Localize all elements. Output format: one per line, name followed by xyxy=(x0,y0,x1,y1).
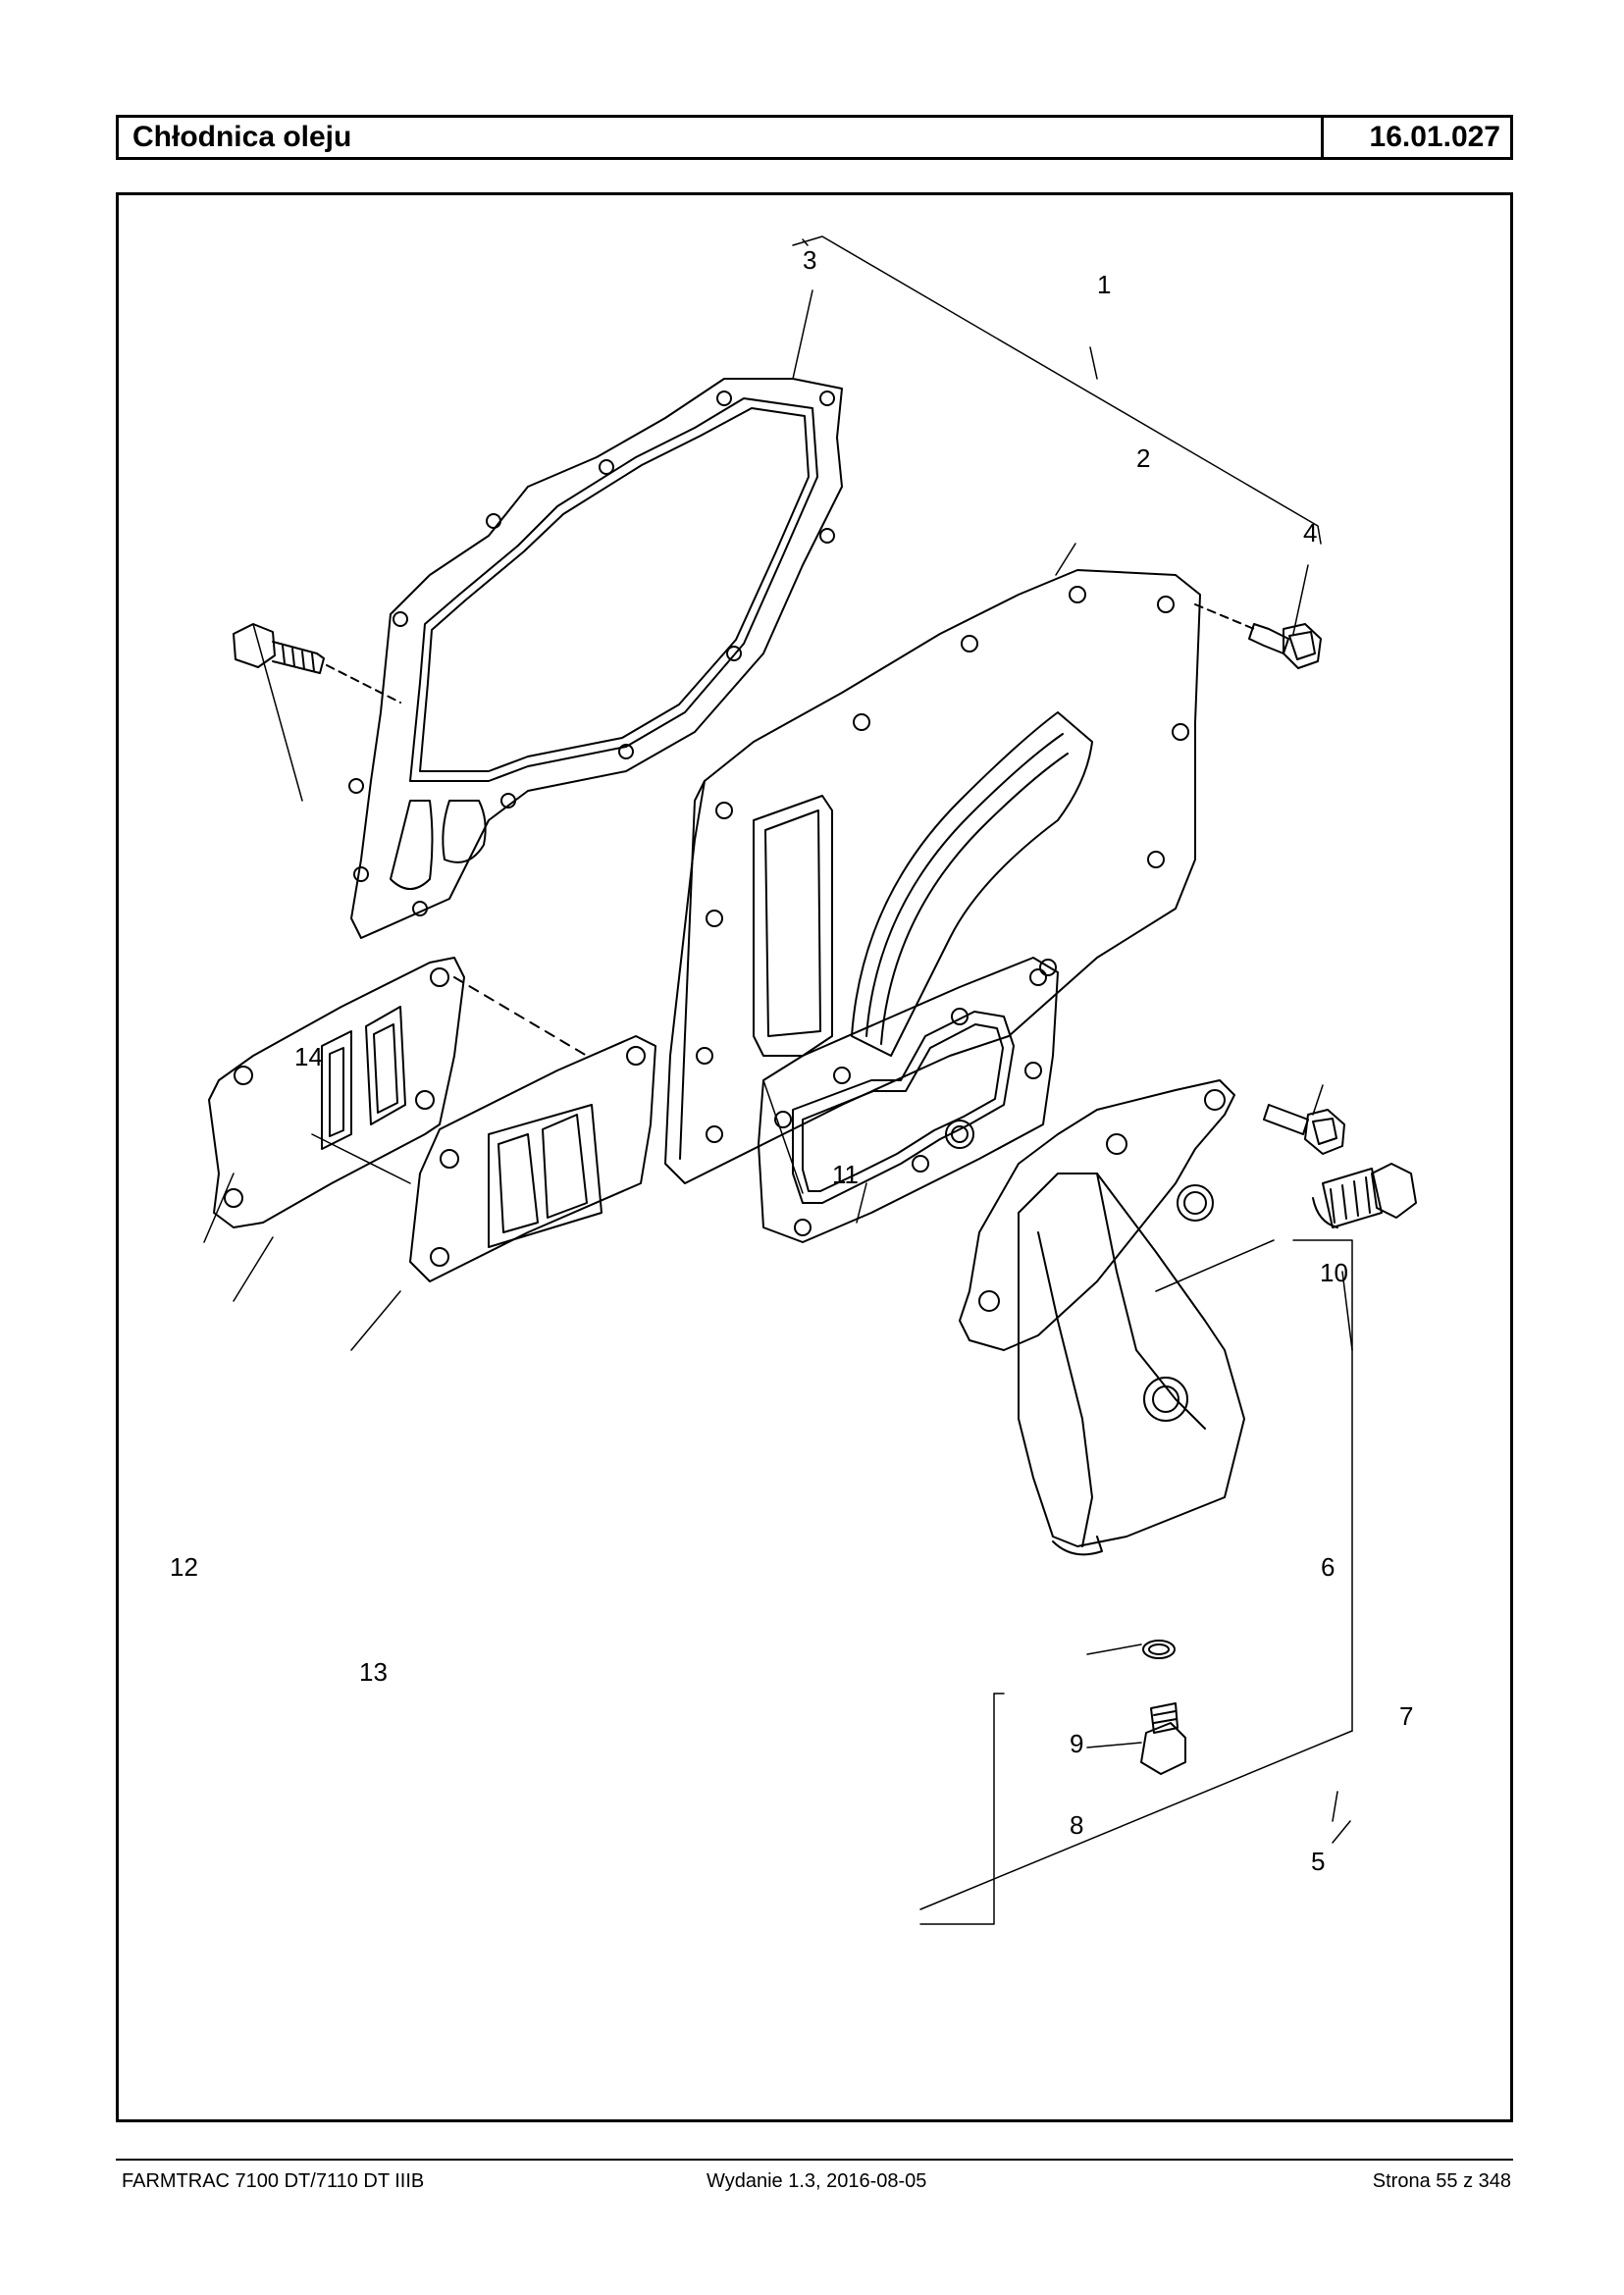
label-4: 4 xyxy=(1303,518,1317,548)
header-bar: Chłodnica oleju 16.01.027 xyxy=(116,115,1513,160)
footer-page-number: Strona 55 z 348 xyxy=(1372,2170,1511,2192)
part-2-cooler-plate xyxy=(664,569,1201,1184)
label-5: 5 xyxy=(1311,1847,1325,1876)
page-title: Chłodnica oleju xyxy=(132,121,352,153)
exploded-parts-diagram: 1 2 3 4 5 6 7 8 9 10 11 12 13 14 xyxy=(170,235,1417,1925)
diagram-frame xyxy=(116,192,1513,2122)
label-3: 3 xyxy=(803,245,816,275)
part-6-housing xyxy=(959,1079,1245,1556)
part-7-fitting xyxy=(1312,1163,1417,1228)
label-13: 13 xyxy=(359,1657,388,1687)
part-8-plug xyxy=(1140,1702,1186,1775)
label-9: 9 xyxy=(1070,1729,1083,1758)
label-12: 12 xyxy=(170,1552,198,1582)
part-4-bolt xyxy=(1194,603,1322,669)
part-12-cover xyxy=(208,957,588,1228)
part-10-bolt xyxy=(1263,1104,1345,1155)
footer-rule xyxy=(116,2159,1513,2161)
label-11: 11 xyxy=(832,1160,859,1189)
label-1: 1 xyxy=(1097,270,1111,299)
label-6: 6 xyxy=(1321,1552,1335,1582)
label-14: 14 xyxy=(294,1042,323,1071)
part-9-ring xyxy=(1142,1640,1176,1659)
leader-lines xyxy=(203,235,1353,1925)
part-13-gasket xyxy=(409,1035,656,1282)
footer-edition: Wydanie 1.3, 2016-08-05 xyxy=(707,2170,927,2192)
part-11-gasket xyxy=(758,957,1059,1243)
footer-model: FARMTRAC 7100 DT/7110 DT IIIB xyxy=(122,2170,425,2192)
section-code: 16.01.027 xyxy=(1369,121,1500,153)
part-14-bolt xyxy=(233,623,401,704)
label-2: 2 xyxy=(1136,443,1150,473)
label-7: 7 xyxy=(1399,1701,1413,1731)
label-8: 8 xyxy=(1070,1810,1083,1840)
label-10: 10 xyxy=(1320,1258,1348,1287)
code-cell: 16.01.027 xyxy=(1321,118,1510,157)
part-3-gasket xyxy=(348,378,843,939)
